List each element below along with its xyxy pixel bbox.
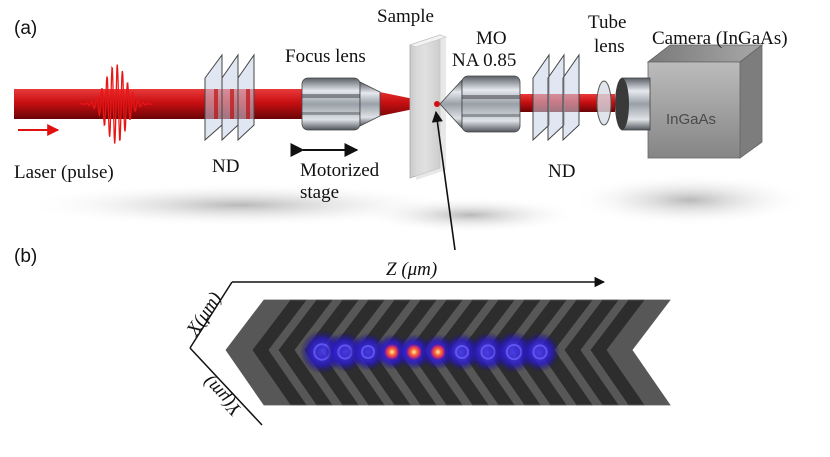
nd-left-label: ND (212, 156, 239, 177)
focal-halo (520, 332, 560, 372)
x-axis-label: X(μm) (182, 288, 226, 340)
focal-spot (405, 343, 423, 361)
nd-right-label: ND (548, 161, 575, 182)
tube-label-line1: Tube (588, 12, 626, 33)
sample-label: Sample (377, 6, 434, 27)
focal-spot (429, 343, 447, 361)
nd-filters-left (204, 53, 255, 142)
diffraction-ring (532, 344, 548, 360)
image-slice-stack (225, 299, 671, 406)
laser-beam (14, 89, 304, 119)
floor-shadow-camera (570, 174, 810, 226)
pulse-waveform (79, 64, 153, 144)
nd-filters-right (532, 53, 580, 142)
focus-lens-label: Focus lens (285, 46, 366, 67)
laser-label: Laser (pulse) (14, 162, 114, 183)
focal-spot (383, 343, 401, 361)
sample-slide (409, 34, 447, 180)
floor-shadow-center (360, 197, 580, 233)
panel-a-tag: (a) (14, 18, 37, 39)
tube-lens (596, 80, 612, 126)
motorized-label-line2: stage (300, 182, 339, 203)
camera-label: Camera (InGaAs) (652, 28, 788, 49)
focus-lens-objective (301, 77, 381, 131)
motorized-label-line1: Motorized (300, 160, 380, 181)
x-axis-line (189, 281, 233, 349)
camera-face-label: InGaAs (666, 111, 716, 128)
floor-shadow-left (20, 183, 460, 227)
microscope-objective (439, 75, 521, 133)
image-slice (589, 299, 671, 406)
ingaas-camera (615, 44, 764, 159)
sample-pointer-arrow (431, 110, 456, 251)
panel-b-tag: (b) (14, 246, 37, 267)
na-label: NA 0.85 (452, 50, 516, 71)
z-axis-label: Z (μm) (386, 259, 437, 280)
tube-label-line2: lens (594, 36, 625, 57)
y-axis-label: Y(μm) (199, 372, 246, 420)
mo-label: MO (476, 28, 507, 49)
y-axis-line (189, 347, 263, 426)
